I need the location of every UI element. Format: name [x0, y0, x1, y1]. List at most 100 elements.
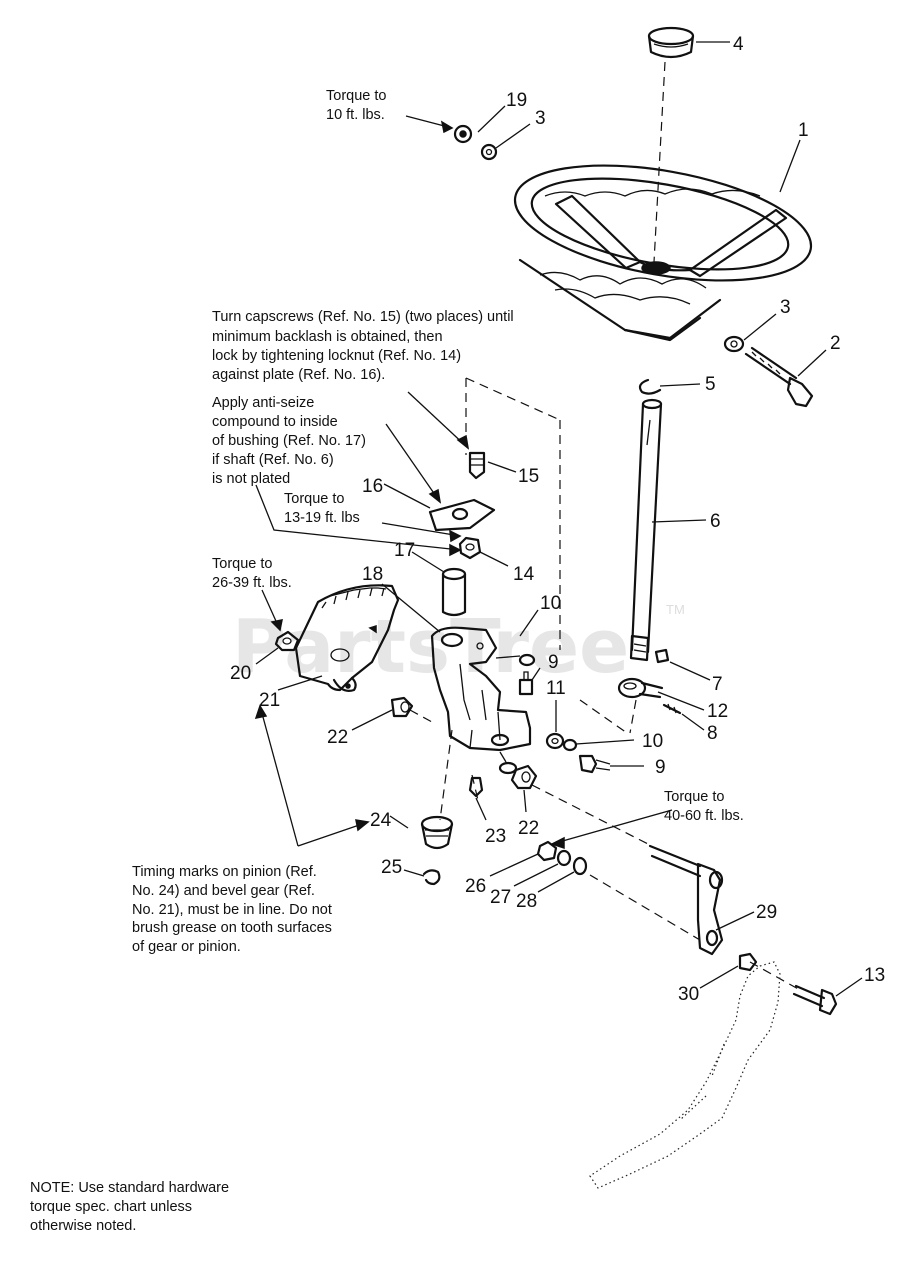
nut-20 — [274, 630, 300, 652]
washer-3-top — [480, 143, 498, 161]
callout-3-right: 3 — [780, 297, 791, 318]
washer-11 — [545, 732, 565, 750]
svg-text:Timing marks on pinion (Ref.: Timing marks on pinion (Ref. — [132, 864, 317, 880]
grease-fitting-23 — [468, 776, 484, 798]
antiseize-note: Apply anti-seize compound to inside of b… — [212, 395, 366, 487]
svg-text:26-39 ft. lbs.: 26-39 ft. lbs. — [212, 575, 292, 591]
callout-13: 13 — [864, 965, 885, 986]
bolt-9-upper — [518, 671, 534, 696]
callout-numbers: 4 19 3 1 3 2 5 15 16 6 17 14 18 10 9 20 … — [230, 34, 885, 1005]
callout-30: 30 — [678, 984, 699, 1005]
lockwasher-10-lower — [562, 738, 578, 752]
svg-text:minimum backlash is obtained,: minimum backlash is obtained, then — [212, 329, 443, 345]
callout-20: 20 — [230, 663, 251, 684]
callout-12: 12 — [707, 701, 728, 722]
callout-22-right: 22 — [518, 818, 539, 839]
callout-8: 8 — [707, 723, 718, 744]
alignment-lines — [409, 61, 801, 991]
callout-11: 11 — [546, 678, 566, 699]
callout-24: 24 — [370, 810, 392, 831]
svg-text:10 ft. lbs.: 10 ft. lbs. — [326, 107, 385, 123]
watermark: PartsTree — [232, 604, 629, 690]
callout-21: 21 — [259, 690, 280, 711]
callout-3-top: 3 — [535, 108, 546, 129]
svg-text:40-60 ft. lbs.: 40-60 ft. lbs. — [664, 808, 744, 824]
backlash-note: Turn capscrews (Ref. No. 15) (two places… — [212, 309, 514, 383]
snap-ring-5 — [638, 378, 662, 395]
svg-text:of gear or pinion.: of gear or pinion. — [132, 939, 241, 955]
svg-text:lock by tightening locknut (Re: lock by tightening locknut (Ref. No. 14) — [212, 348, 461, 364]
callout-15: 15 — [518, 466, 539, 487]
callout-9-upper: 9 — [548, 652, 559, 673]
e-clip-25 — [422, 869, 441, 886]
svg-text:No. 21), must be in line. Do n: No. 21), must be in line. Do not — [132, 902, 332, 918]
lockwasher-27 — [556, 849, 572, 867]
callout-2: 2 — [830, 333, 841, 354]
svg-text:of bushing (Ref. No. 17): of bushing (Ref. No. 17) — [212, 433, 366, 449]
svg-text:Turn capscrews (Ref. No. 15) (: Turn capscrews (Ref. No. 15) (two places… — [212, 309, 514, 325]
pin-8 — [662, 703, 682, 715]
support-bracket-18 — [430, 626, 532, 775]
svg-text:13-19 ft. lbs: 13-19 ft. lbs — [284, 510, 360, 526]
spacer-30 — [738, 952, 758, 972]
callout-22-left: 22 — [327, 727, 348, 748]
capscrew-15 — [468, 451, 486, 480]
bevel-gear-21 — [294, 584, 400, 692]
svg-text:No. 24) and bevel gear (Ref.: No. 24) and bevel gear (Ref. — [132, 883, 315, 899]
svg-text:Torque to: Torque to — [212, 556, 272, 572]
callout-10-lower: 10 — [642, 731, 663, 752]
pinion-24 — [420, 815, 454, 850]
locknut-14 — [458, 536, 482, 560]
torque-note-14: Torque to 13-19 ft. lbs — [284, 491, 360, 526]
torque-note-26: Torque to 40-60 ft. lbs. — [664, 789, 744, 824]
callout-10-upper: 10 — [540, 593, 561, 614]
callout-25: 25 — [381, 857, 402, 878]
nut-19 — [453, 124, 473, 144]
callout-14: 14 — [513, 564, 535, 585]
svg-text:Torque to: Torque to — [664, 789, 724, 805]
callout-28: 28 — [516, 891, 537, 912]
svg-text:NOTE: Use standard hardware: NOTE: Use standard hardware — [30, 1180, 229, 1196]
bushing-22-left — [390, 696, 414, 718]
bolt-2 — [744, 346, 814, 408]
drag-link-outline — [589, 961, 781, 1189]
callout-5: 5 — [705, 374, 716, 395]
callout-29: 29 — [756, 902, 777, 923]
callout-17: 17 — [394, 540, 415, 561]
callout-19: 19 — [506, 90, 527, 111]
lockwasher-10-upper — [518, 653, 536, 667]
key-7 — [654, 648, 670, 664]
footer-note: NOTE: Use standard hardware torque spec.… — [30, 1180, 229, 1234]
bushing-22-right — [510, 764, 538, 790]
steering-cap — [647, 26, 695, 59]
callout-4: 4 — [733, 34, 744, 55]
timing-note: Timing marks on pinion (Ref. No. 24) and… — [132, 864, 332, 955]
torque-note-20: Torque to 26-39 ft. lbs. — [212, 556, 292, 591]
steering-wheel — [513, 164, 813, 342]
svg-text:if shaft (Ref. No. 6): if shaft (Ref. No. 6) — [212, 452, 334, 468]
plate-16 — [428, 498, 496, 532]
leader-lines — [254, 41, 863, 997]
callout-23: 23 — [485, 826, 506, 847]
callout-7: 7 — [712, 674, 723, 695]
steering-shaft — [629, 398, 663, 662]
callout-1: 1 — [798, 120, 809, 141]
svg-text:against plate (Ref. No. 16).: against plate (Ref. No. 16). — [212, 367, 385, 383]
svg-text:Torque to: Torque to — [284, 491, 344, 507]
torque-note-19: Torque to 10 ft. lbs. — [326, 88, 386, 123]
bushing-17 — [441, 567, 467, 617]
pitman-arm-29 — [648, 844, 724, 956]
callout-6: 6 — [710, 511, 721, 532]
washer-28 — [572, 856, 588, 876]
steering-arm-12 — [617, 677, 664, 699]
washer-3-right — [723, 335, 745, 353]
svg-text:compound to inside: compound to inside — [212, 414, 338, 430]
callout-18: 18 — [362, 564, 383, 585]
callout-9-lower: 9 — [655, 757, 666, 778]
callout-16: 16 — [362, 476, 383, 497]
watermark-tm: TM — [666, 602, 685, 617]
callout-27: 27 — [490, 887, 511, 908]
svg-text:brush grease on tooth surfaces: brush grease on tooth surfaces — [132, 920, 332, 936]
callout-26: 26 — [465, 876, 486, 897]
